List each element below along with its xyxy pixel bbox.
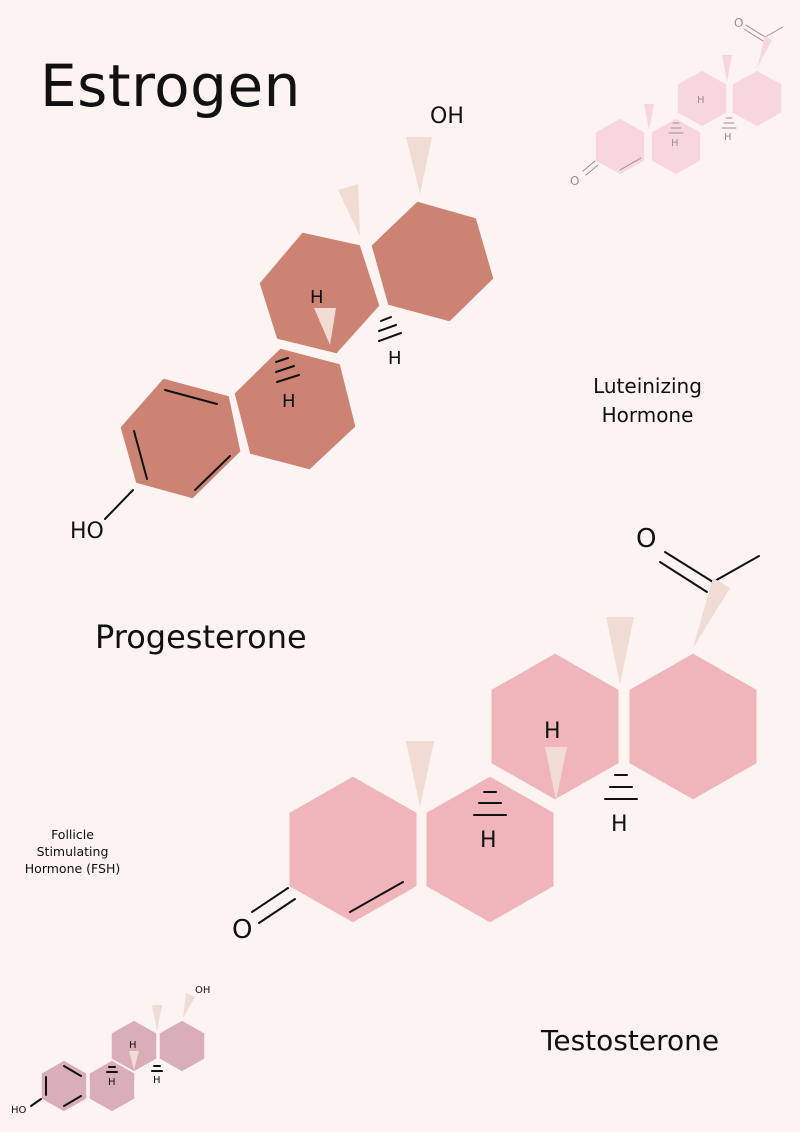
fsh-line-3: Hormone (FSH) <box>24 861 121 876</box>
progesterone-h-label-1: H <box>544 719 561 744</box>
estrogen-h-label-3: H <box>388 348 402 369</box>
progesterone-o-label-1: O <box>232 915 252 945</box>
small-progesterone-molecule: O O H H H <box>570 16 784 188</box>
estrogen-h-label-2: H <box>282 391 296 412</box>
progesterone-ring-d <box>626 650 760 803</box>
small-progesterone-ring-b <box>650 117 702 176</box>
small-estrogen-ho-label: HO <box>11 1105 27 1116</box>
small-estrogen-double-2 <box>63 1065 82 1077</box>
progesterone-wedge-2 <box>606 617 634 684</box>
fsh-line-2: Stimulating <box>36 844 109 859</box>
small-estrogen-h-label-1: H <box>129 1040 137 1051</box>
small-estrogen-molecule: HO OH H H H <box>11 985 210 1116</box>
small-progesterone-wedge-3 <box>757 36 772 68</box>
progesterone-wedge-3 <box>693 578 730 648</box>
estrogen-h-label-1: H <box>310 287 324 308</box>
progesterone-wedge-1 <box>406 741 434 807</box>
estrogen-hash-1a <box>275 357 289 363</box>
estrogen-hash-2a <box>380 316 392 322</box>
estrogen-ring-d <box>368 198 497 325</box>
small-estrogen-wedge-2 <box>183 993 195 1018</box>
progesterone-acetyl-bond <box>712 555 760 583</box>
estrogen-hash-2c <box>378 332 402 342</box>
small-estrogen-ring-d <box>158 1019 206 1073</box>
small-progesterone-ring-c <box>676 69 728 128</box>
estrogen-ho-label: HO <box>70 519 104 544</box>
estrogen-wedge-methyl <box>338 184 360 236</box>
small-progesterone-acetyl-b <box>743 28 764 42</box>
small-progesterone-acetyl-a <box>745 24 766 38</box>
estrogen-ho-bond <box>104 489 134 520</box>
small-estrogen-ring-c <box>110 1019 158 1073</box>
estrogen-title: Estrogen <box>40 52 301 120</box>
progesterone-ketone-bond-b <box>258 898 296 924</box>
progesterone-wedge-h <box>545 747 567 800</box>
small-progesterone-ring-d <box>731 69 783 128</box>
estrogen-hash-2b <box>378 324 397 332</box>
progesterone-h-label-3: H <box>611 812 628 837</box>
estrogen-ring-c <box>256 229 383 357</box>
small-progesterone-acetyl-c <box>764 26 784 38</box>
small-progesterone-ring-double <box>619 157 642 171</box>
progesterone-h-label-2: H <box>480 828 497 853</box>
small-progesterone-ketone-a <box>582 160 596 172</box>
small-progesterone-o-label-2: O <box>734 16 743 30</box>
small-progesterone-o-label-1: O <box>570 174 579 188</box>
estrogen-molecule: HO OH H H H <box>70 104 497 544</box>
fsh-label: Follicle Stimulating Hormone (FSH) <box>10 826 135 877</box>
progesterone-ring-c <box>488 650 622 803</box>
estrogen-double-bond-2 <box>133 430 148 480</box>
small-progesterone-wedge-2 <box>722 55 732 82</box>
small-estrogen-ho-bond <box>30 1098 42 1107</box>
progesterone-acetyl-double-a <box>664 551 714 583</box>
estrogen-ring-b <box>231 345 359 473</box>
small-estrogen-wedge-h <box>129 1051 139 1070</box>
small-estrogen-ring-b <box>88 1059 136 1113</box>
estrogen-double-bond-1 <box>164 389 218 405</box>
lh-line-1: Luteinizing <box>593 374 702 398</box>
luteinizing-hormone-label: Luteinizing Hormone <box>560 372 735 430</box>
small-progesterone-wedge-1 <box>644 104 654 130</box>
fsh-line-1: Follicle <box>51 827 94 842</box>
estrogen-wedge-h <box>314 308 336 345</box>
small-estrogen-double-3 <box>63 1095 82 1107</box>
estrogen-double-bond-3 <box>194 455 231 491</box>
small-estrogen-ring-a <box>40 1059 88 1113</box>
progesterone-o-label-2: O <box>636 524 656 554</box>
small-estrogen-oh-label: OH <box>195 985 210 996</box>
progesterone-title: Progesterone <box>95 618 307 656</box>
estrogen-oh-label: OH <box>430 104 464 129</box>
progesterone-ring-a <box>286 773 420 926</box>
small-estrogen-wedge-1 <box>152 1005 162 1031</box>
progesterone-molecule: O O H H H <box>232 524 760 945</box>
small-progesterone-h-label-2: H <box>671 138 679 149</box>
small-estrogen-h-label-3: H <box>153 1075 161 1086</box>
small-estrogen-h-label-2: H <box>108 1077 116 1088</box>
estrogen-hash-1c <box>276 374 300 383</box>
estrogen-wedge-oh <box>406 137 432 194</box>
small-progesterone-h-label-3: H <box>724 132 732 143</box>
progesterone-ring-b <box>423 773 557 926</box>
testosterone-title: Testosterone <box>541 1024 720 1057</box>
progesterone-acetyl-double-b <box>659 561 708 593</box>
estrogen-hash-1b <box>275 365 295 373</box>
progesterone-ring-double-bond <box>349 881 404 913</box>
estrogen-ring-a <box>117 375 244 502</box>
small-progesterone-h-label-1: H <box>697 95 705 106</box>
progesterone-ketone-bond-a <box>251 887 289 913</box>
small-progesterone-ketone-b <box>585 164 599 176</box>
small-progesterone-ring-a <box>594 117 646 176</box>
lh-line-2: Hormone <box>601 403 694 427</box>
